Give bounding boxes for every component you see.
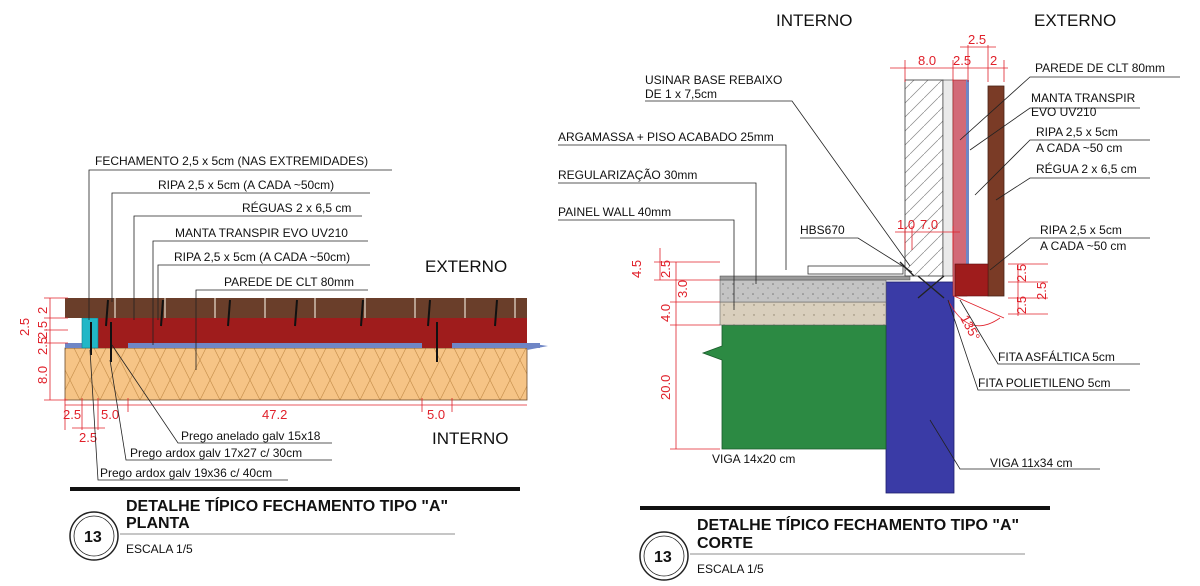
plan-label-ripa-mid: RIPA 2,5 x 5cm (A CADA ~50cm) — [174, 250, 350, 264]
section-label-externo: EXTERNO — [1034, 11, 1116, 30]
section-base-trim — [807, 265, 904, 275]
section-label-interno: INTERNO — [776, 11, 853, 30]
section-screed — [719, 279, 887, 303]
section-wall-panel — [701, 324, 887, 450]
section-dim-4-0: 4.0 — [658, 304, 673, 322]
section-cladding-board — [987, 85, 1005, 297]
section-label-regua: RÉGUA 2 x 6,5 cm — [1036, 161, 1137, 176]
plan-membrane-tail — [527, 343, 548, 350]
section-clt-wall — [904, 79, 944, 277]
section-label-parede: PAREDE DE CLT 80mm — [1035, 61, 1165, 75]
plan-vertical-dimensions: 2 2.5 2.5 2.5 8.0 — [17, 297, 68, 401]
section-leaders — [558, 76, 1180, 470]
section-title-line2: CORTE — [697, 535, 753, 552]
section-detail-number: 13 — [654, 549, 672, 566]
section-dim-top-8-0: 8.0 — [918, 53, 936, 68]
section-dim-r-2-5-c: 2.5 — [1014, 296, 1029, 314]
section-dim-top-2-5-b: 2.5 — [968, 32, 986, 47]
plan-label-externo: EXTERNO — [425, 257, 507, 276]
section-dim-7-0: 7.0 — [920, 217, 938, 232]
section-dim-r-2-5-a: 2.5 — [1014, 264, 1029, 282]
section-label-hbs: HBS670 — [800, 223, 845, 237]
section-label-regularizacao: REGULARIZAÇÃO 30mm — [558, 168, 697, 182]
section-finish-line — [719, 275, 911, 281]
section-angle-arc — [947, 299, 1001, 327]
plan-dim-2-5-a: 2.5 — [17, 318, 32, 336]
section-label-fita-asfaltica: FITA ASFÁLTICA 5cm — [998, 349, 1115, 364]
plan-membrane — [65, 343, 540, 348]
section-label-painel: PAINEL WALL 40mm — [558, 205, 671, 219]
section-label-ripa-2b: A CADA ~50 cm — [1040, 239, 1126, 253]
plan-leaders — [88, 169, 392, 481]
section-label-manta-2: EVO UV210 — [1031, 105, 1097, 119]
section-dim-20-0: 20.0 — [658, 375, 673, 400]
plan-detail-number-circle — [69, 511, 119, 561]
plan-dim-2: 2 — [35, 307, 50, 314]
section-label-usinar-2: DE 1 x 7,5cm — [645, 87, 717, 101]
plan-label-prego-ardox-17: Prego ardox galv 17x27 c/ 30cm — [130, 446, 302, 460]
section-detail-number-circle — [639, 531, 689, 581]
plan-label-interno: INTERNO — [432, 429, 509, 448]
plan-dim-h-47-2: 47.2 — [262, 407, 287, 422]
plan-detail-number: 13 — [84, 529, 102, 546]
section-label-viga-11: VIGA 11x34 cm — [990, 456, 1072, 470]
plan-title-block: 13 DETALHE TÍPICO FECHAMENTO TIPO "A" PL… — [69, 487, 520, 561]
section-label-usinar-1: USINAR BASE REBAIXO — [645, 73, 782, 87]
section-title-line1: DETALHE TÍPICO FECHAMENTO TIPO "A" — [697, 515, 1019, 534]
plan-batten-left — [98, 330, 128, 348]
section-label-ripa-2a: RIPA 2,5 x 5cm — [1040, 223, 1122, 237]
plan-label-manta: MANTA TRANSPIR EVO UV210 — [175, 226, 348, 240]
plan-label-prego-anelado: Prego anelado galv 15x18 — [181, 429, 321, 443]
section-left-dimensions: 4.5 2.5 3.0 4.0 20.0 — [629, 248, 720, 450]
section-dim-top-2-5: 2.5 — [953, 53, 971, 68]
section-label-ripa-1a: RIPA 2,5 x 5cm — [1036, 125, 1118, 139]
plan-dim-h-5-0-a: 5.0 — [101, 407, 119, 422]
plan-label-reguas: RÉGUAS 2 x 6,5 cm — [242, 200, 351, 215]
plan-horizontal-dimensions: 2.5 5.0 47.2 5.0 2.5 — [63, 398, 527, 445]
plan-dim-h-2-5-b: 2.5 — [79, 430, 97, 445]
section-label-fita-polietileno: FITA POLIETILENO 5cm — [978, 376, 1110, 390]
section-dim-3-0: 3.0 — [675, 280, 690, 298]
section-mid-dimensions: 1.0 7.0 — [895, 217, 960, 250]
plan-dim-2-5-b: 2.5 — [35, 321, 50, 339]
section-label-argamassa: ARGAMASSA + PISO ACABADO 25mm — [558, 130, 774, 144]
plan-scale: ESCALA 1/5 — [126, 542, 193, 556]
section-clt-thin — [942, 79, 954, 277]
plan-label-ripa-top: RIPA 2,5 x 5cm (A CADA ~50cm) — [158, 178, 334, 192]
plan-dim-8-0: 8.0 — [35, 366, 50, 384]
section-scale: ESCALA 1/5 — [697, 562, 764, 576]
section-bottom-batten — [954, 263, 989, 297]
section-label-manta-1: MANTA TRANSPIR — [1031, 91, 1136, 105]
section-view: 8.0 2.5 2 2.5 1.0 7.0 4.5 2.5 3.0 4.0 — [558, 11, 1180, 581]
plan-batten-band — [98, 318, 527, 343]
section-label-viga-14: VIGA 14x20 cm — [712, 452, 795, 466]
section-dim-r-2-5-b: 2.5 — [1034, 282, 1049, 300]
section-membrane-blue — [966, 80, 969, 296]
section-top-dimensions: 8.0 2.5 2 2.5 — [890, 32, 1008, 82]
section-title-block: 13 DETALHE TÍPICO FECHAMENTO TIPO "A" CO… — [639, 506, 1050, 581]
plan-label-fechamento: FECHAMENTO 2,5 x 5cm (NAS EXTREMIDADES) — [95, 154, 368, 168]
section-dim-4-5: 4.5 — [629, 260, 644, 278]
section-dim-2-5: 2.5 — [658, 260, 673, 278]
plan-nails — [90, 299, 498, 362]
plan-dim-2-5-c: 2.5 — [35, 337, 50, 355]
section-dim-1-0: 1.0 — [897, 217, 915, 232]
plan-label-prego-ardox-19: Prego ardox galv 19x36 c/ 40cm — [100, 466, 272, 480]
plan-clt-wall — [64, 347, 528, 401]
section-label-ripa-1b: A CADA ~50 cm — [1036, 141, 1122, 155]
plan-dim-h-2-5: 2.5 — [63, 407, 81, 422]
section-regularization — [719, 301, 887, 326]
section-dim-top-2: 2 — [990, 53, 997, 68]
plan-title-line2: PLANTA — [126, 515, 190, 532]
plan-dim-h-5-0-b: 5.0 — [427, 407, 445, 422]
plan-label-parede: PAREDE DE CLT 80mm — [224, 275, 354, 289]
plan-view: 2 2.5 2.5 2.5 8.0 2.5 5.0 47.2 5.0 2.5 — [17, 154, 548, 561]
section-beam-11x34 — [885, 281, 955, 494]
section-membrane — [952, 79, 968, 297]
plan-title-line1: DETALHE TÍPICO FECHAMENTO TIPO "A" — [126, 496, 448, 515]
